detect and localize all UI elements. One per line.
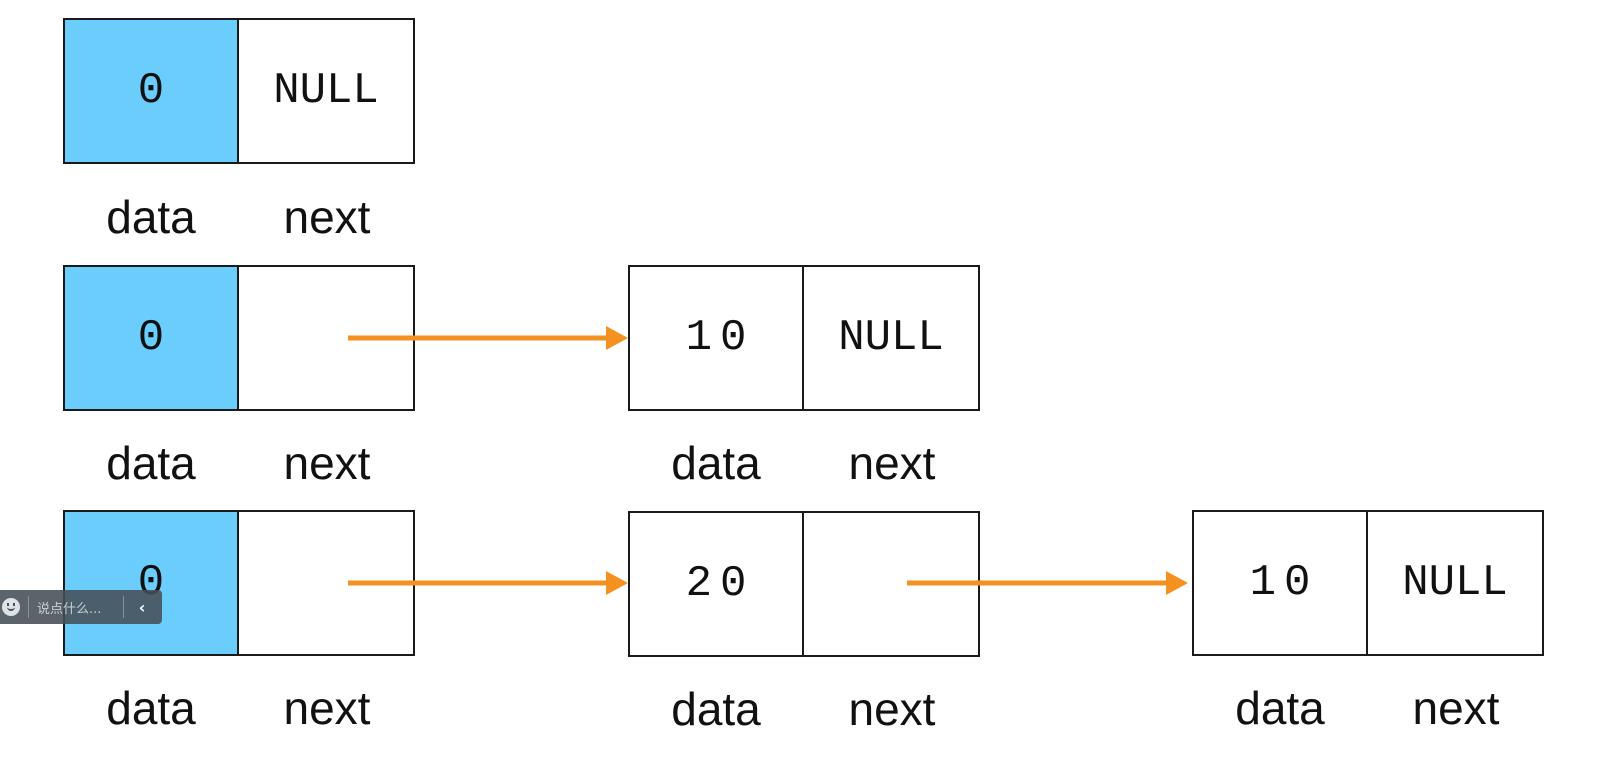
data-label: data bbox=[1235, 682, 1325, 734]
next-field: NULL bbox=[273, 66, 379, 116]
field-labels: data next bbox=[628, 436, 980, 490]
node-row3-third: 10 NULL bbox=[1192, 510, 1544, 656]
field-labels: data next bbox=[628, 682, 980, 736]
data-label: data bbox=[106, 437, 196, 489]
next-field bbox=[239, 267, 413, 409]
divider bbox=[28, 596, 29, 618]
field-labels: data next bbox=[63, 190, 415, 244]
data-field: 0 bbox=[65, 267, 239, 409]
chevron-left-icon[interactable]: ‹ bbox=[138, 597, 146, 617]
node-row2-head: 0 bbox=[63, 265, 415, 411]
next-label: next bbox=[848, 437, 936, 489]
field-labels: data next bbox=[63, 681, 415, 735]
next-label: next bbox=[848, 683, 936, 735]
data-field: 0 bbox=[65, 20, 239, 162]
node-row3-second: 20 bbox=[628, 511, 980, 657]
next-field: NULL bbox=[1402, 558, 1508, 608]
next-field bbox=[239, 512, 413, 654]
divider bbox=[123, 596, 124, 618]
data-field: 10 bbox=[1194, 512, 1368, 654]
data-label: data bbox=[106, 682, 196, 734]
field-labels: data next bbox=[1192, 681, 1544, 735]
next-field: NULL bbox=[838, 313, 944, 363]
node-row1-head: 0 NULL bbox=[63, 18, 415, 164]
chat-input-placeholder[interactable]: 说点什么... bbox=[37, 601, 102, 617]
data-label: data bbox=[106, 191, 196, 243]
data-field: 0 bbox=[65, 512, 239, 654]
next-label: next bbox=[283, 437, 371, 489]
data-field: 10 bbox=[630, 267, 804, 409]
chat-widget[interactable]: 说点什么... ‹ bbox=[0, 590, 162, 624]
node-row2-second: 10 NULL bbox=[628, 265, 980, 411]
data-field: 20 bbox=[630, 513, 804, 655]
next-label: next bbox=[1412, 682, 1500, 734]
node-row3-head: 0 bbox=[63, 510, 415, 656]
data-label: data bbox=[671, 437, 761, 489]
smiley-icon[interactable] bbox=[2, 598, 20, 616]
next-field bbox=[804, 513, 978, 655]
data-label: data bbox=[671, 683, 761, 735]
next-label: next bbox=[283, 682, 371, 734]
field-labels: data next bbox=[63, 436, 415, 490]
next-label: next bbox=[283, 191, 371, 243]
